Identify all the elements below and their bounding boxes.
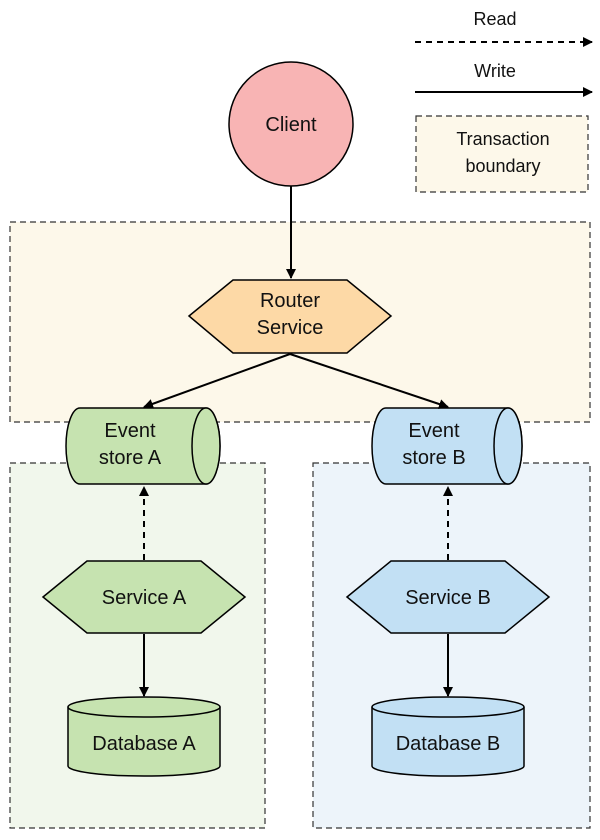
legend: Read Write Transaction boundary bbox=[415, 9, 593, 193]
event-store-b-label-line2: store B bbox=[402, 447, 465, 469]
service-a-label: Service A bbox=[102, 587, 187, 609]
router-label-line1: Router bbox=[260, 290, 320, 312]
legend-transaction-label-line2: boundary bbox=[465, 156, 540, 176]
event-store-a-label-line1: Event bbox=[104, 420, 156, 442]
router-label-line2: Service bbox=[257, 317, 324, 339]
router-to-event-store-a-write-arrow bbox=[143, 353, 291, 409]
event-store-a-node: Event store A bbox=[65, 407, 221, 485]
database-a-label: Database A bbox=[92, 733, 196, 755]
service-b-label: Service B bbox=[405, 587, 491, 609]
legend-transaction-label-line1: Transaction bbox=[456, 129, 549, 149]
event-store-b-node: Event store B bbox=[371, 407, 523, 485]
event-store-a-label-line2: store A bbox=[99, 447, 162, 469]
legend-read-label: Read bbox=[473, 9, 516, 29]
service-b-node: Service B bbox=[345, 560, 551, 634]
legend-transaction-swatch bbox=[415, 115, 589, 193]
database-a-node: Database A bbox=[67, 696, 221, 777]
database-b-label: Database B bbox=[396, 733, 501, 755]
event-store-b-label-line1: Event bbox=[408, 420, 460, 442]
client-label: Client bbox=[265, 114, 317, 136]
client-node: Client bbox=[228, 61, 354, 187]
legend-write-label: Write bbox=[474, 61, 516, 81]
service-a-node: Service A bbox=[41, 560, 247, 634]
router-service-node: Router Service bbox=[187, 279, 393, 354]
database-b-node: Database B bbox=[371, 696, 525, 777]
router-to-event-store-b-write-arrow bbox=[289, 353, 449, 409]
